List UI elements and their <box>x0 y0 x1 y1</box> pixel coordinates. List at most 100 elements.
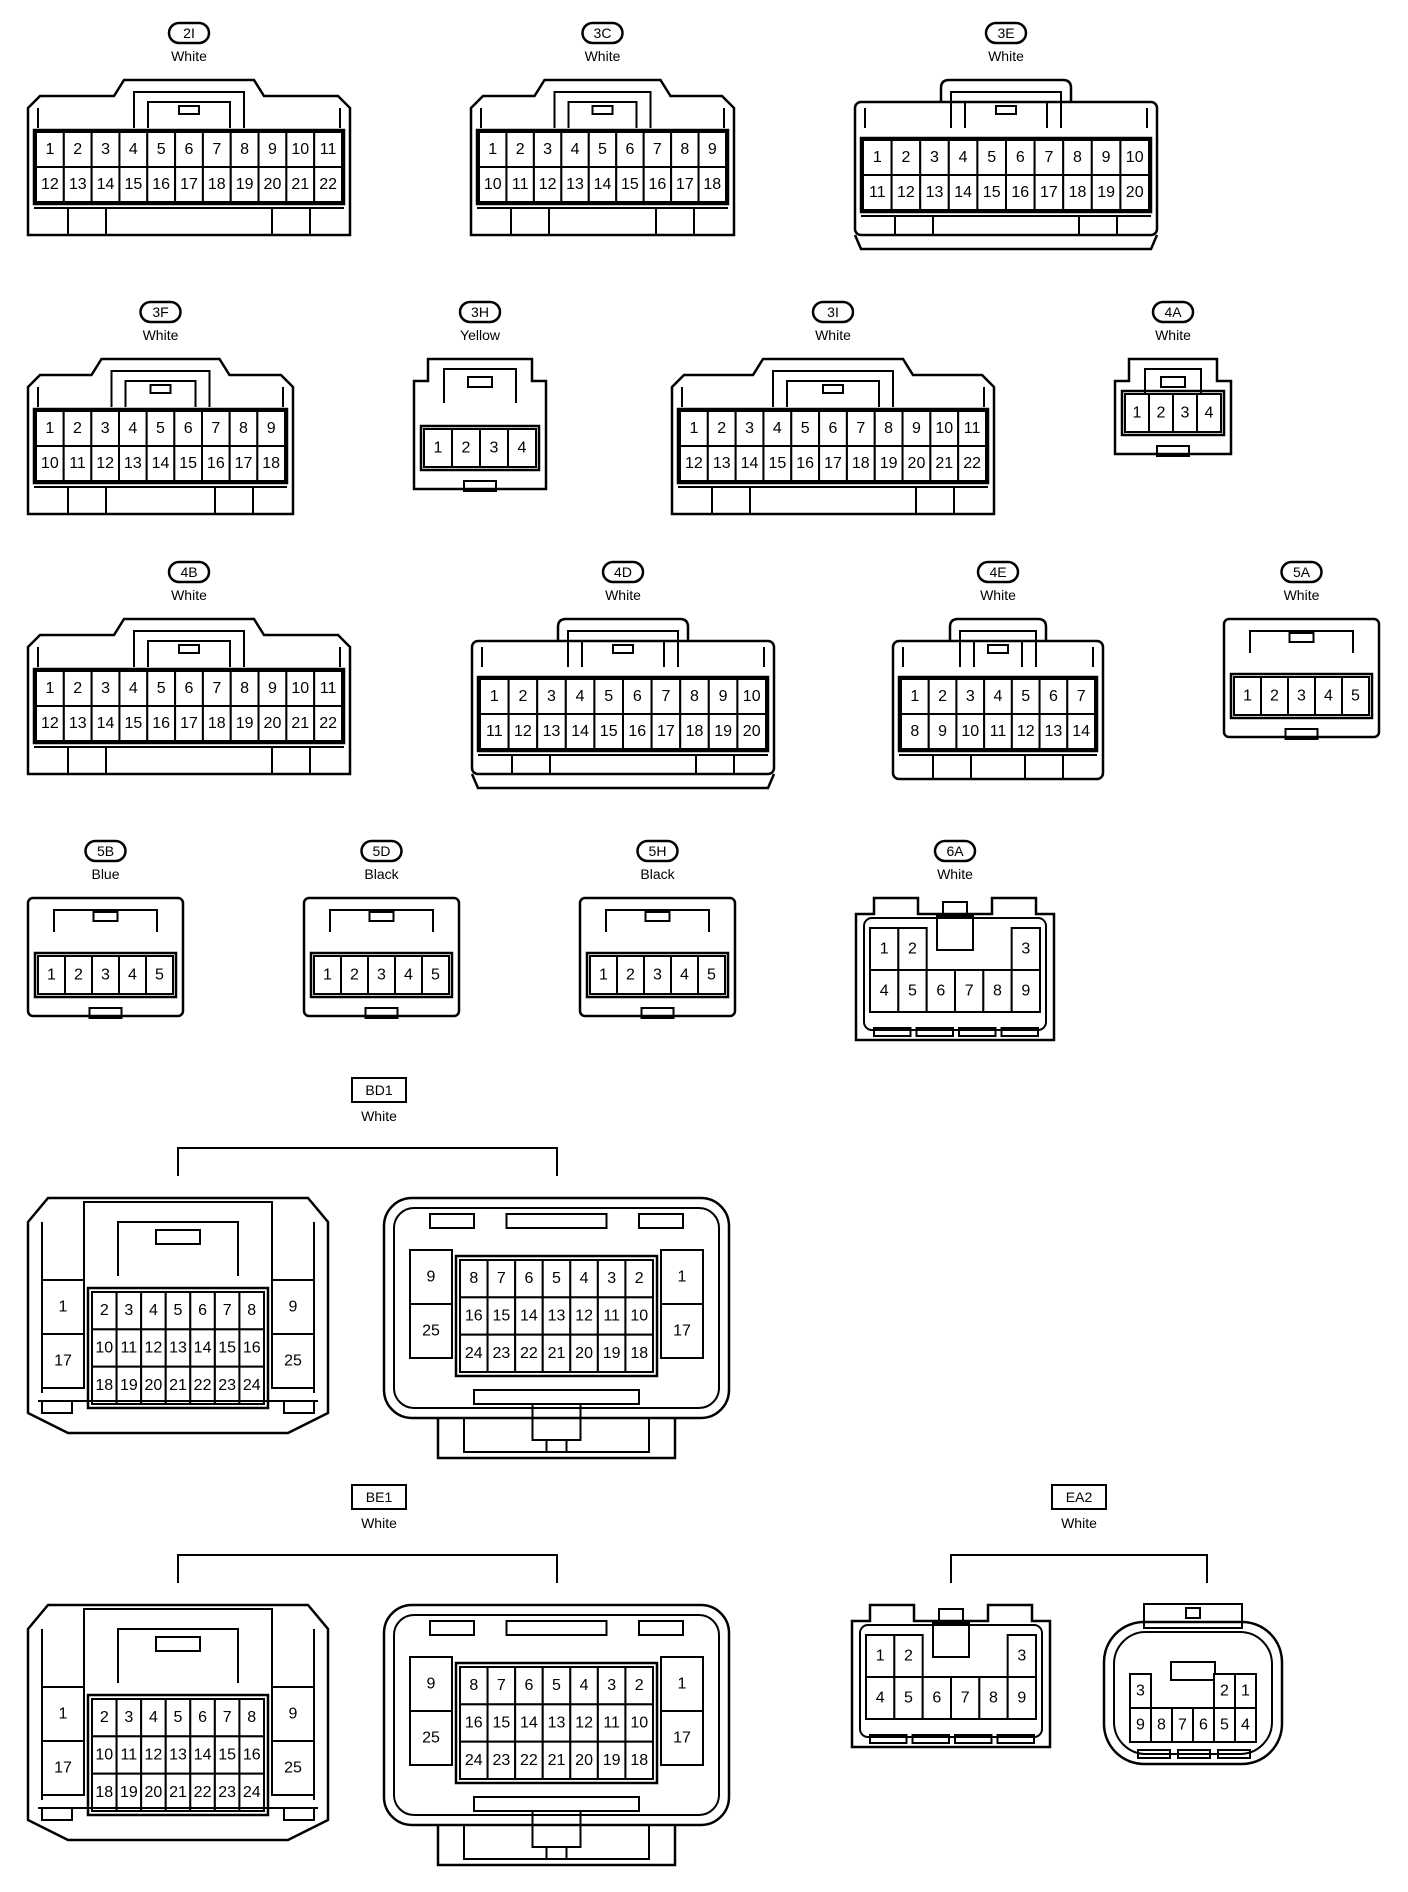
pin-number: 19 <box>236 176 254 193</box>
pin-number: 16 <box>465 1308 483 1325</box>
connector-body <box>670 357 996 516</box>
pin-number: 21 <box>935 455 953 472</box>
foot <box>41 1400 73 1414</box>
pin-number: 15 <box>179 455 197 472</box>
pin-cell <box>271 1279 315 1335</box>
latch-tab <box>644 911 671 922</box>
pin-cell <box>145 955 174 995</box>
connector-id: 6A <box>946 843 964 859</box>
pin-number: 12 <box>897 184 915 201</box>
pin-number: 9 <box>912 420 921 437</box>
pin-number: 15 <box>600 723 618 740</box>
connector-body <box>26 78 352 237</box>
pin-number: 1 <box>689 420 698 437</box>
pin-cell <box>507 428 537 468</box>
pin-number: 13 <box>1045 723 1063 740</box>
latch <box>463 1418 650 1453</box>
pin-number: 12 <box>145 1340 163 1357</box>
latch-housing <box>948 617 1048 641</box>
latch <box>936 915 974 951</box>
wire-color: White <box>143 327 179 343</box>
key-slot <box>505 1620 608 1636</box>
pin-cell <box>313 705 344 742</box>
latch <box>53 909 158 932</box>
pin-cell <box>736 678 768 715</box>
pin-number: 5 <box>174 1302 183 1319</box>
pin-number: 14 <box>520 1715 538 1732</box>
foot <box>954 1734 993 1744</box>
pin-cell <box>569 1333 599 1373</box>
pin-cell <box>409 1710 453 1766</box>
pin-frame <box>33 951 178 999</box>
pin-number: 6 <box>1049 688 1058 705</box>
pin-cell <box>118 445 148 482</box>
latch <box>117 1221 239 1276</box>
pin-number: 6 <box>1199 1717 1208 1734</box>
foot <box>283 1807 315 1821</box>
foot <box>271 207 311 236</box>
pin-cell <box>697 955 726 995</box>
pin-number: 1 <box>880 941 889 958</box>
pin-cell <box>1260 676 1289 716</box>
pair-bracket <box>177 1147 558 1176</box>
pin-number: 15 <box>492 1715 510 1732</box>
pin-cell <box>624 1740 655 1780</box>
pin-cell <box>596 1333 627 1373</box>
pin-number: 14 <box>741 455 759 472</box>
pin-cell <box>929 445 960 482</box>
pin-number: 10 <box>935 420 953 437</box>
latch-tab <box>531 1810 582 1848</box>
pin-grid: 925 <box>409 1656 453 1766</box>
pin-number: 9 <box>268 680 277 697</box>
pin-number: 7 <box>653 141 662 158</box>
foot <box>1156 445 1190 457</box>
key-slot <box>505 1213 608 1229</box>
connector-id: 4A <box>1164 304 1182 320</box>
pin-cell <box>173 445 203 482</box>
latch-housing <box>436 1418 677 1460</box>
pin-number: 6 <box>185 141 194 158</box>
wire-color: Black <box>640 866 675 882</box>
pin-cell <box>957 410 988 447</box>
pin-number: 19 <box>603 1752 621 1769</box>
latch-tab <box>612 644 634 654</box>
pin-number: 16 <box>628 723 646 740</box>
pin-frame <box>859 136 1153 214</box>
latch-inner <box>581 640 665 667</box>
pin-number: 12 <box>514 723 532 740</box>
latch <box>133 91 245 128</box>
pin-number: 14 <box>152 455 170 472</box>
wire-color: White <box>1284 587 1320 603</box>
connector-id: 3E <box>997 25 1014 41</box>
label-pill <box>984 21 1028 45</box>
pin-cell <box>978 1676 1009 1720</box>
pin-number: 5 <box>157 680 166 697</box>
pin-number: 17 <box>180 715 198 732</box>
pin-number: 3 <box>377 967 386 984</box>
pin-cell <box>734 410 765 447</box>
pin-number: 19 <box>714 723 732 740</box>
pin-number: 22 <box>520 1752 538 1769</box>
pin-frame <box>454 1661 659 1785</box>
pin-number: 10 <box>291 680 309 697</box>
pin-number: 6 <box>936 983 945 1000</box>
label-pill <box>581 21 624 45</box>
pin-number: 11 <box>121 1340 138 1357</box>
skirt <box>470 773 776 790</box>
pin-number: 6 <box>184 420 193 437</box>
pin-number: 16 <box>243 1340 261 1357</box>
pin-number: 12 <box>575 1715 593 1732</box>
wire-color: Black <box>364 866 399 882</box>
foot <box>894 215 934 236</box>
wire-color: White <box>1061 1515 1097 1531</box>
pin-number: 6 <box>932 1690 941 1707</box>
